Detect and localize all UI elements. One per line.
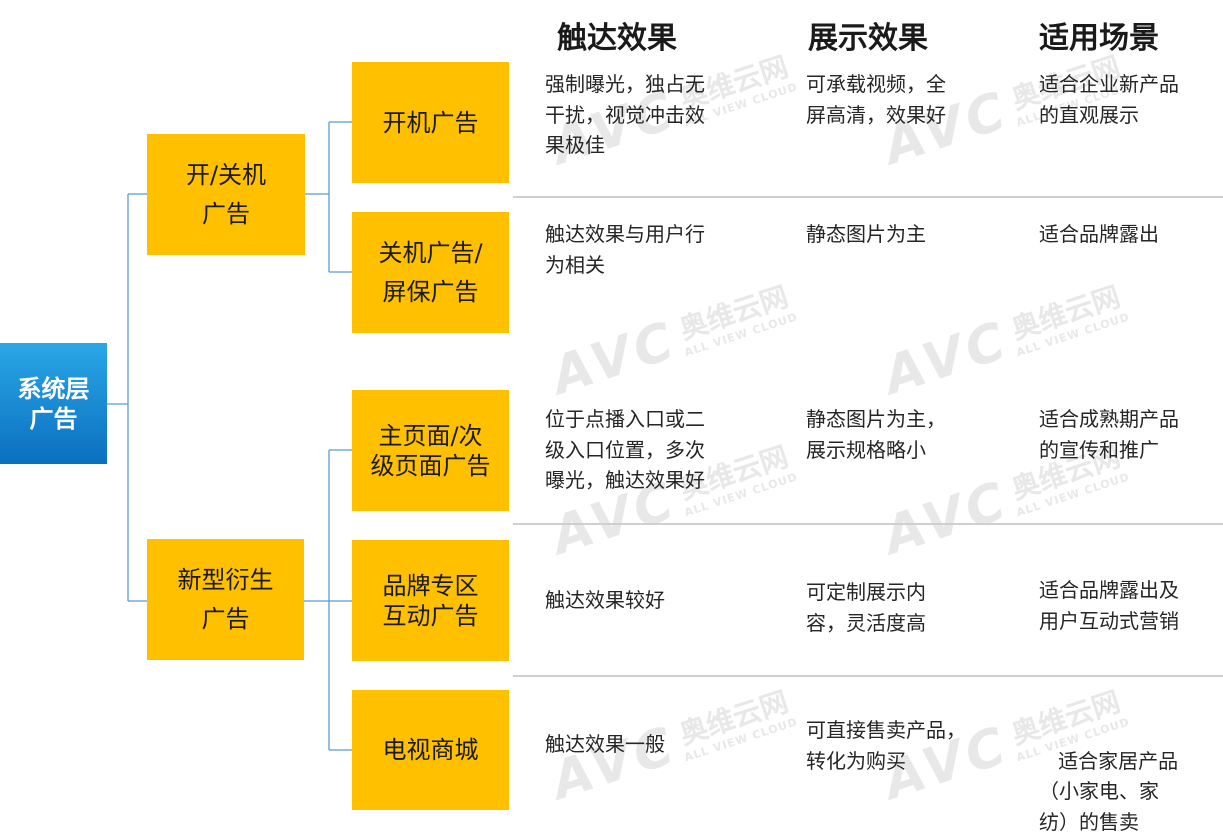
header-reach: 触达效果 <box>557 21 677 56</box>
scenario-cell: 适合企业新产品的直观展示 <box>1039 72 1179 127</box>
header-scenario: 适用场景 <box>1039 21 1159 56</box>
reach-cell: 强制曝光，独占无干扰，视觉冲击效果极佳 <box>545 72 705 157</box>
category-label-line2: 广告 <box>201 604 250 633</box>
item-label-line: 电视商城 <box>382 736 479 764</box>
display-cell: 静态图片为主，展示规格略小 <box>806 407 946 462</box>
scenario-cell: 适合品牌露出及用户互动式营销 <box>1039 578 1179 633</box>
item-label-line: 屏保广告 <box>382 277 479 306</box>
row-divider <box>513 675 1223 677</box>
display-cell: 可承载视频，全屏高清，效果好 <box>806 72 946 127</box>
scenario-cell: 适合品牌露出 <box>1039 222 1159 246</box>
reach-cell: 位于点播入口或二级入口位置，多次曝光，触达效果好 <box>545 407 705 492</box>
category-label-line1: 开/关机 <box>185 160 267 189</box>
root-node: 系统层广告 <box>0 343 107 464</box>
header-display: 展示效果 <box>808 21 928 56</box>
category-derived-ad: 新型衍生广告 <box>147 539 304 660</box>
display-cell: 可定制展示内容，灵活度高 <box>806 580 926 635</box>
item-label-line: 主页面/次 <box>378 421 483 450</box>
item-brand-zone-ad: 品牌专区互动广告 <box>352 540 509 661</box>
category-label-line1: 新型衍生 <box>177 565 274 594</box>
scenario-cell: 适合成熟期产品的宣传和推广 <box>1039 407 1179 462</box>
scenario-cell: 适合家居产品（小家电、家纺）的售卖 <box>1039 748 1179 834</box>
item-homepage-ad: 主页面/次级页面广告 <box>352 390 509 511</box>
item-label-line: 关机广告/ <box>378 238 483 267</box>
item-boot-ad: 开机广告 <box>352 62 509 183</box>
item-label-line: 互动广告 <box>382 601 479 630</box>
root-label-line2: 广告 <box>29 404 78 433</box>
reach-cell: 触达效果一般 <box>545 732 665 756</box>
display-cell: 可直接售卖产品，转化为购买 <box>806 718 966 773</box>
reach-cell: 触达效果较好 <box>545 588 665 612</box>
item-label-line: 品牌专区 <box>382 571 479 600</box>
item-tv-mall: 电视商城 <box>352 690 509 810</box>
row-divider <box>513 196 1223 198</box>
display-cell: 静态图片为主 <box>806 222 926 246</box>
reach-cell: 触达效果与用户行为相关 <box>545 222 705 277</box>
item-shutdown-screensaver-ad: 关机广告/屏保广告 <box>352 212 509 333</box>
row-divider <box>513 523 1223 525</box>
item-label-line: 开机广告 <box>382 108 479 137</box>
category-power-ad: 开/关机广告 <box>147 134 305 255</box>
root-label-line1: 系统层 <box>17 374 90 403</box>
item-label-line: 级页面广告 <box>370 451 491 480</box>
category-label-line2: 广告 <box>202 199 250 228</box>
